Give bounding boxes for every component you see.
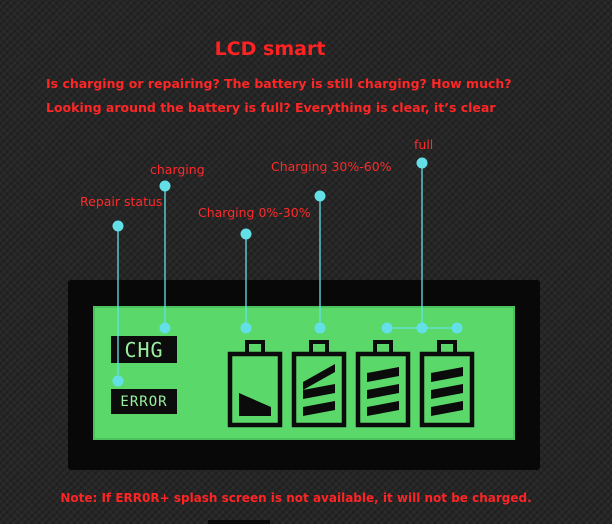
- battery-fill-bar: [367, 384, 399, 399]
- error-indicator: ERROR: [111, 389, 177, 414]
- dot-repair-top: [112, 220, 124, 232]
- callout-charging: charging: [150, 162, 205, 177]
- battery-fill-bar: [431, 367, 463, 382]
- callout-charging-30-60: Charging 30%-60%: [271, 159, 392, 174]
- subtitle-line-1: Is charging or repairing? The battery is…: [46, 76, 512, 91]
- dot-charging-30-60-top: [314, 190, 326, 202]
- dot-full-center: [416, 322, 428, 334]
- battery-fill-bar: [303, 401, 335, 416]
- note-text: Note: If ERR0R+ splash screen is not ava…: [60, 491, 532, 505]
- dot-full-right: [451, 322, 463, 334]
- battery-icon: [227, 340, 283, 428]
- battery-fill-bar: [367, 367, 399, 382]
- battery-fill-bar: [367, 401, 399, 416]
- page-title: LCD smart: [214, 38, 326, 60]
- battery-fill-bar: [431, 401, 463, 416]
- chg-indicator: CHG: [111, 336, 177, 363]
- callout-full: full: [414, 137, 434, 152]
- battery-icon: [419, 340, 475, 428]
- battery-fill-bar: [303, 384, 335, 399]
- battery-group: [227, 340, 475, 428]
- battery-icon: [291, 340, 347, 428]
- dot-full-top: [416, 157, 428, 169]
- dot-charging-30-60-bottom: [314, 322, 326, 334]
- dot-charging-0-30-bottom: [240, 322, 252, 334]
- dot-charging-top: [159, 180, 171, 192]
- bottom-edge-bar: [208, 520, 270, 524]
- dot-full-left: [381, 322, 393, 334]
- battery-fill-bar: [239, 393, 271, 416]
- battery-icon: [355, 340, 411, 428]
- callout-charging-0-30: Charging 0%-30%: [198, 205, 311, 220]
- dot-charging-bottom: [159, 322, 171, 334]
- dot-charging-0-30-top: [240, 228, 252, 240]
- battery-fill-bar: [303, 364, 335, 390]
- battery-fill-bar: [431, 384, 463, 399]
- callout-repair-status: Repair status: [80, 194, 163, 209]
- dot-repair-bottom: [112, 375, 124, 387]
- subtitle-line-2: Looking around the battery is full? Ever…: [46, 100, 496, 115]
